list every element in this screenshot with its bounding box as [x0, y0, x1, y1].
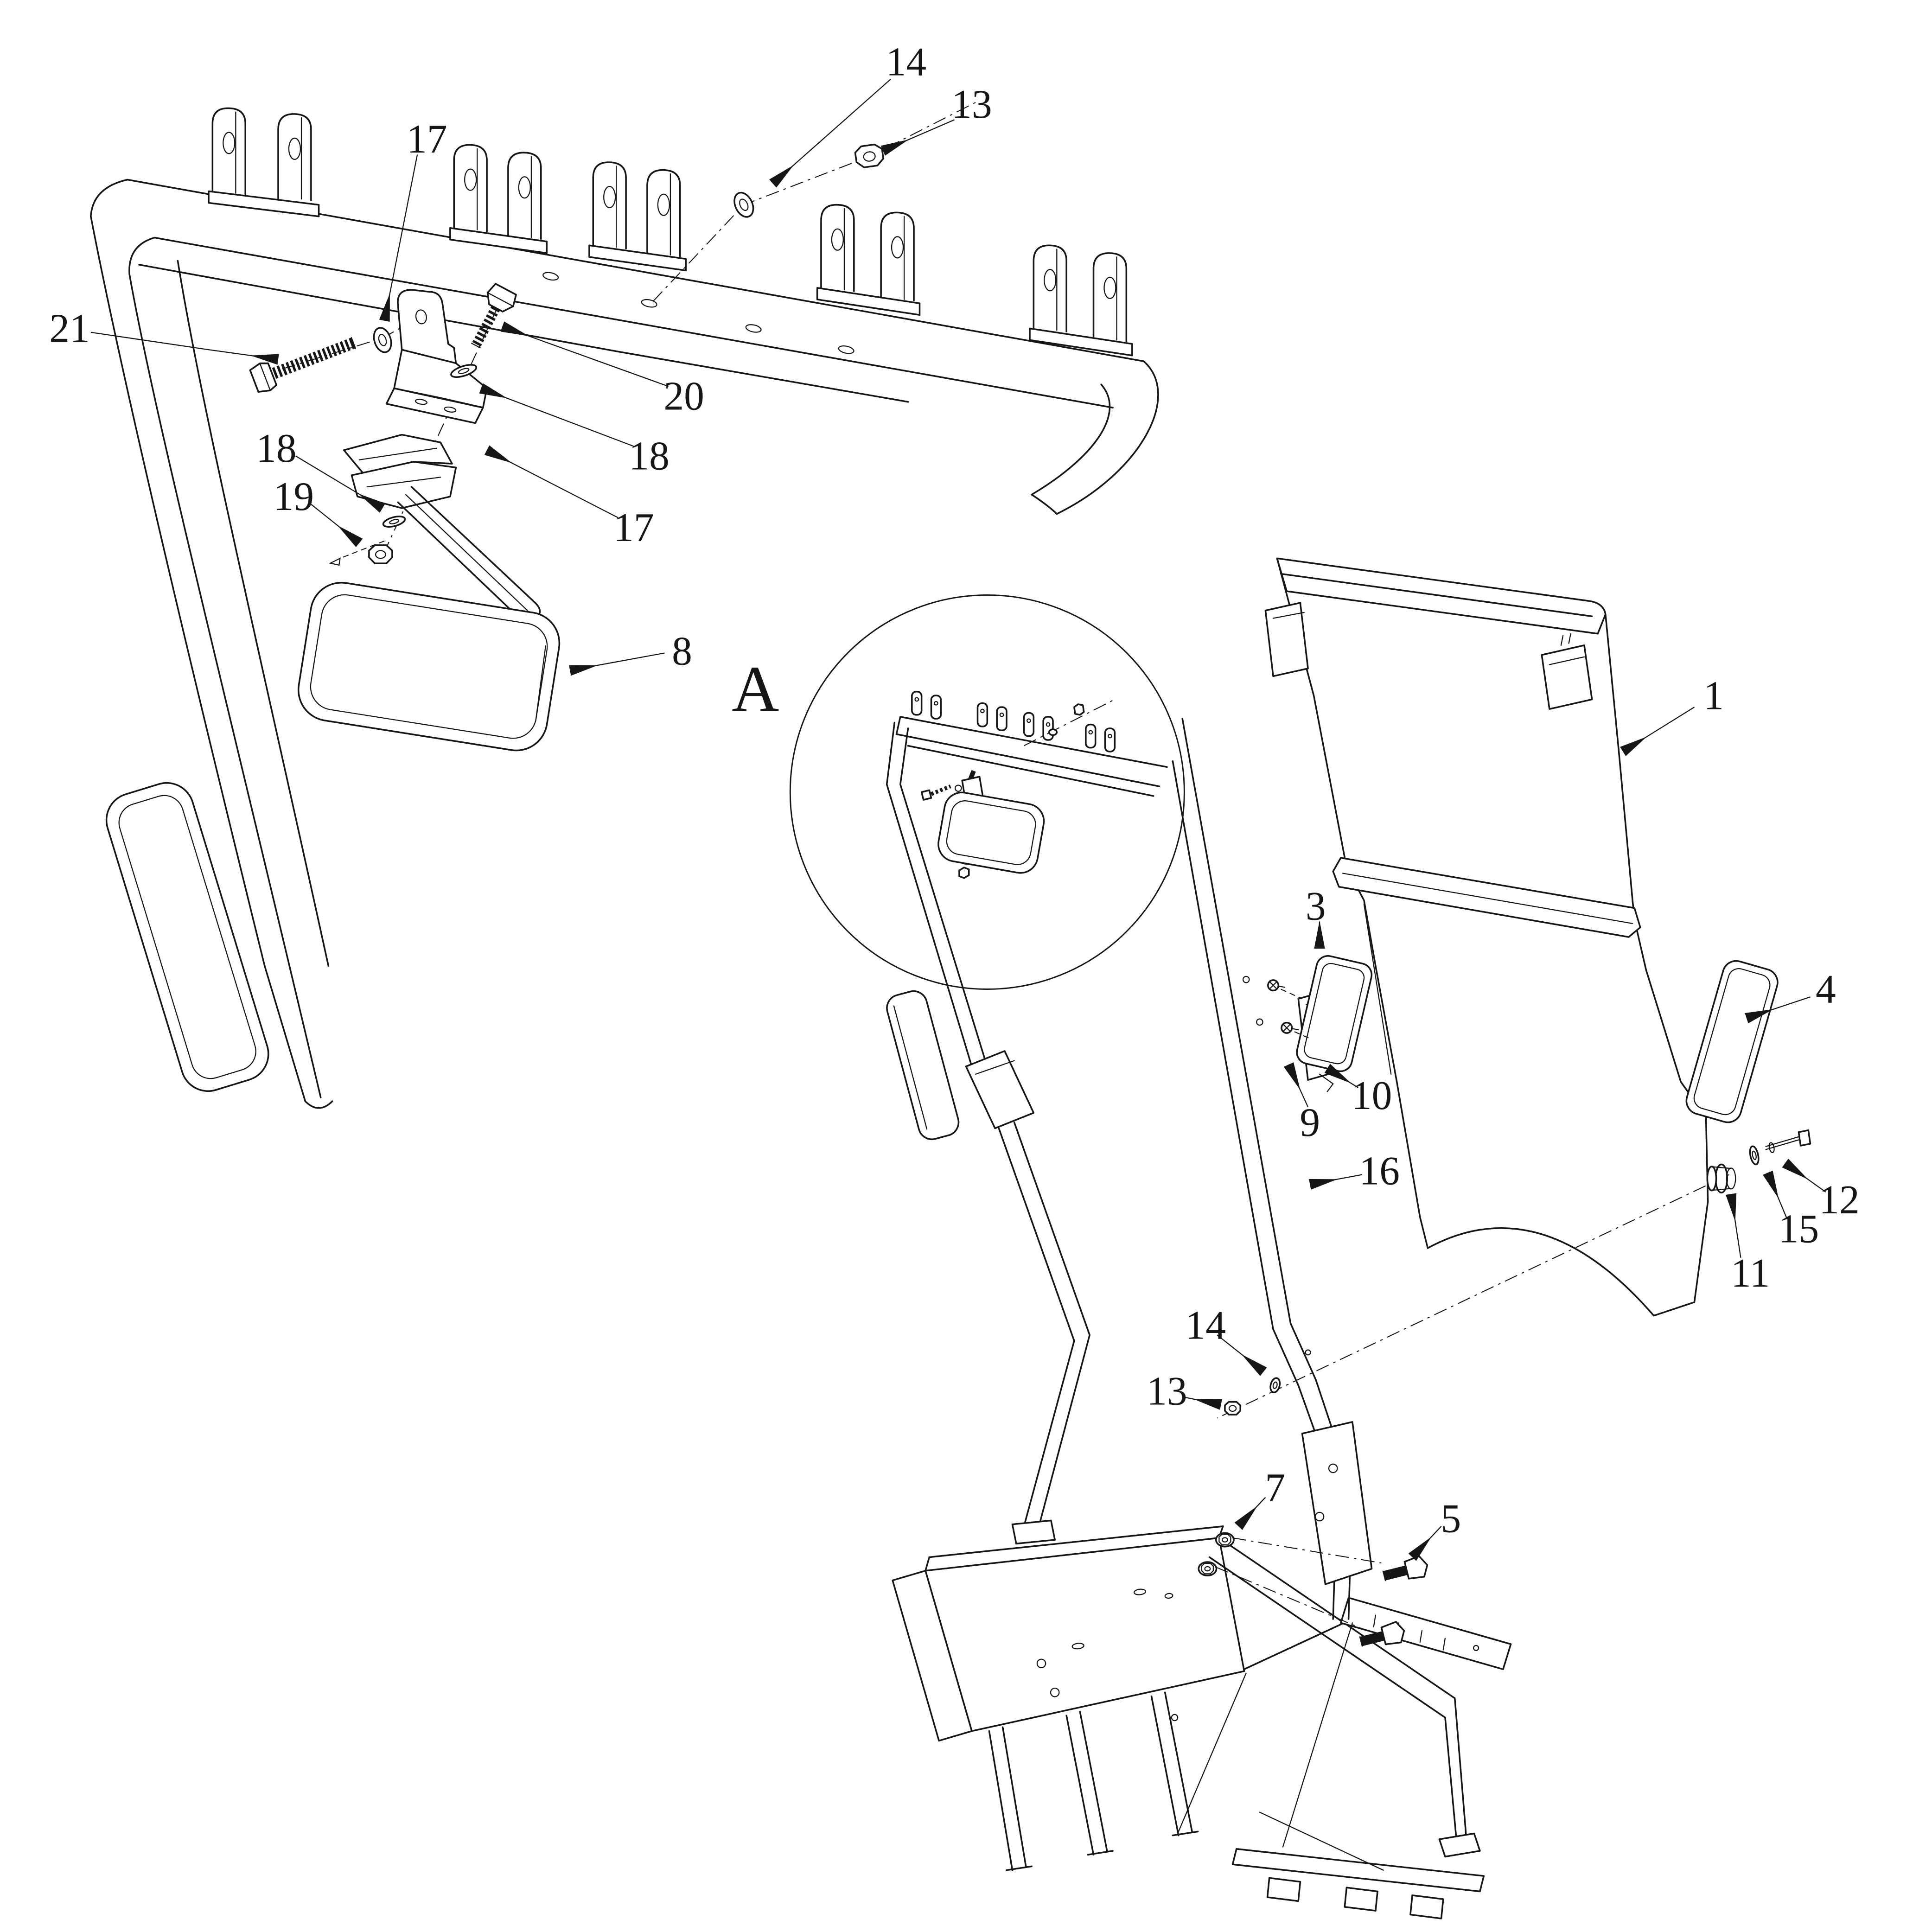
latch-group: [1267, 955, 1373, 1092]
washer-18-upper: [450, 364, 477, 378]
callout-label-18-left: 18: [256, 426, 297, 471]
mirror-bracket: [385, 289, 488, 424]
top-fasteners: [733, 143, 884, 218]
callout-label-15: 15: [1779, 1206, 1819, 1251]
callout-label-21: 21: [49, 306, 90, 351]
tab-pair-3: [588, 161, 687, 272]
callout-labels: 14 13 17 21 20 18 17 18 19 8 1 3 4 9 10 …: [49, 39, 1859, 1541]
axis-top-fasteners: [652, 102, 976, 302]
bolt-12: [1765, 1129, 1811, 1153]
grommet-fastener-group: [1217, 1129, 1811, 1419]
nut-19: [368, 544, 393, 564]
tab-pair-1: [208, 107, 320, 217]
washer-15: [1749, 1145, 1760, 1166]
front-frame-pad: [105, 782, 269, 1092]
socket-bolt-20: [471, 283, 517, 349]
callout-label-3: 3: [1306, 883, 1326, 928]
callout-label-13-bottom: 13: [1147, 1368, 1187, 1413]
detail-view-letter: A: [732, 652, 779, 725]
flange-nut-7-lower: [1198, 1561, 1218, 1576]
callout-label-4: 4: [1816, 967, 1836, 1012]
clevis-tabs: [208, 107, 1133, 357]
callout-label-5: 5: [1441, 1496, 1461, 1541]
detail-view-a: [789, 594, 1185, 1342]
washer-14-lower: [1269, 1377, 1281, 1394]
callout-label-11: 11: [1731, 1250, 1770, 1295]
nut-13-lower: [1224, 1401, 1241, 1416]
leader-lines: [90, 78, 1826, 1561]
callout-label-19: 19: [274, 474, 314, 519]
frame-leg-bracket: [1301, 1421, 1373, 1585]
latch-pad-3: [1296, 955, 1373, 1072]
grommet-11: [1706, 1163, 1736, 1194]
mini-frame: [886, 691, 1168, 1342]
callout-label-14-bottom: 14: [1185, 1303, 1226, 1348]
tab-pair-5: [1029, 244, 1133, 357]
panel-clip-right: [1541, 644, 1593, 710]
callout-label-18-right: 18: [629, 434, 670, 478]
nut-13-top: [854, 143, 884, 168]
panel-mid-strip: [1332, 857, 1641, 938]
chassis-base-assembly: [892, 1334, 1512, 1919]
lower-fasteners: [1198, 1377, 1428, 1647]
side-pad-4: [1685, 960, 1779, 1123]
rear-frame-16: [1172, 718, 1373, 1620]
flange-nut-7-upper: [1215, 1532, 1235, 1548]
mini-mirror: [937, 791, 1045, 874]
callout-label-7: 7: [1265, 1465, 1285, 1510]
mirror-head-8: [297, 581, 561, 752]
hex-bolt-21: [249, 337, 356, 393]
callout-label-16: 16: [1359, 1148, 1400, 1193]
washer-18-lower: [382, 516, 406, 528]
chassis-slotted-bracket: [1340, 1597, 1512, 1671]
bolt-5-upper: [1382, 1555, 1428, 1581]
front-frame: [90, 107, 1159, 1109]
screw-9-upper: [1267, 979, 1286, 992]
callout-label-9: 9: [1300, 1100, 1320, 1145]
mirror-mount-group: [249, 102, 976, 752]
callout-label-17-b: 17: [613, 505, 654, 550]
tab-pair-4: [816, 204, 921, 316]
callout-label-12: 12: [1819, 1177, 1859, 1222]
bolt-5-lower: [1359, 1621, 1405, 1647]
mirror-clamp: [343, 434, 457, 509]
callout-label-14-top: 14: [886, 39, 927, 84]
tab-pair-2: [449, 144, 548, 254]
detail-circle: [789, 594, 1185, 990]
callout-label-8: 8: [672, 628, 692, 673]
callout-label-1: 1: [1703, 673, 1724, 718]
panel-clip-left: [1264, 602, 1309, 677]
mini-tabs: [911, 691, 1116, 752]
washer-17-upper: [373, 327, 392, 353]
callout-label-13-top: 13: [951, 82, 992, 127]
callout-label-17-a: 17: [407, 116, 447, 161]
rear-panel-1: [1264, 557, 1709, 1317]
callout-label-20: 20: [663, 373, 704, 418]
callout-label-10: 10: [1352, 1073, 1392, 1118]
screw-9-lower: [1281, 1021, 1299, 1034]
washer-14-top: [733, 191, 754, 218]
